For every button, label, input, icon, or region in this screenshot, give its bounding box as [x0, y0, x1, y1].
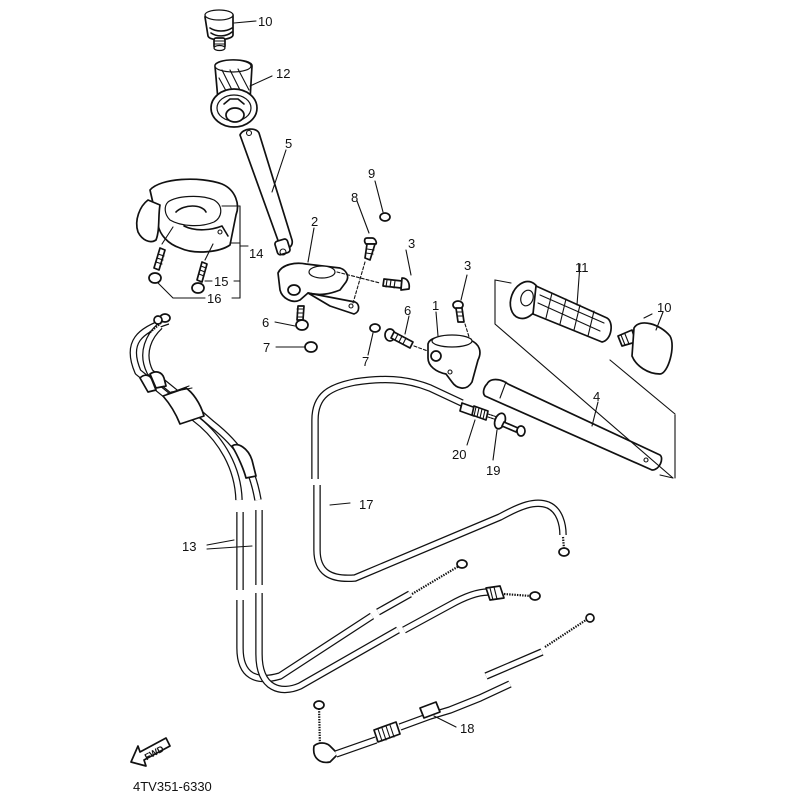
part-20-adjuster[interactable] — [466, 405, 501, 446]
callout-20: 20 — [452, 447, 466, 462]
callout-18: 18 — [460, 721, 474, 736]
callout-16: 16 — [207, 291, 221, 306]
callout-8: 8 — [351, 190, 358, 205]
part-19-washer[interactable] — [492, 412, 526, 461]
callout-bracket-14-15-16 — [221, 205, 249, 299]
callout-4: 4 — [593, 389, 600, 404]
part-3-bolt-2[interactable] — [452, 274, 471, 341]
part-6-bolt-2[interactable] — [384, 315, 437, 355]
drawing-code: 4TV351-6330 — [133, 779, 212, 794]
callout-17: 17 — [359, 497, 373, 512]
part-7-nut[interactable] — [275, 341, 318, 353]
callout-15: 15 — [214, 274, 228, 289]
part-7-nut-2[interactable] — [367, 323, 381, 356]
part-8-screw[interactable] — [352, 200, 378, 304]
callout-bracket-right-handlebar — [494, 279, 676, 479]
callout-3-upper: 3 — [408, 236, 415, 251]
callout-2: 2 — [311, 214, 318, 229]
part-2-handlebar-holder[interactable] — [277, 262, 360, 315]
part-13-throttle-cables[interactable] — [129, 313, 541, 694]
callout-6-right: 6 — [404, 303, 411, 318]
part-12-left-grip[interactable] — [210, 59, 258, 128]
callout-7-left: 7 — [263, 340, 270, 355]
part-11-throttle-grip[interactable] — [505, 263, 612, 343]
callout-6-left: 6 — [262, 315, 269, 330]
part-9-nut[interactable] — [374, 180, 391, 222]
part-5-left-handlebar[interactable] — [239, 128, 294, 256]
callout-11: 11 — [575, 260, 589, 275]
callout-10-top: 10 — [258, 14, 272, 29]
callout-5: 5 — [285, 136, 292, 151]
part-1-throttle-housing[interactable] — [427, 311, 481, 389]
part-4-right-handlebar[interactable] — [482, 378, 663, 471]
callout-labels: 10 12 5 9 8 2 3 14 15 16 6 7 3 1 6 7 11 … — [133, 14, 671, 794]
part-16-screw[interactable] — [148, 226, 206, 299]
part-3-bolt[interactable] — [336, 249, 412, 291]
part-6-bolt[interactable] — [274, 305, 309, 331]
callout-1: 1 — [432, 298, 439, 313]
callout-13: 13 — [182, 539, 196, 554]
part-18-choke-cable[interactable] — [312, 613, 595, 764]
part-10-bar-end-left[interactable] — [204, 9, 234, 52]
callout-14: 14 — [249, 246, 263, 261]
callout-3-right: 3 — [464, 258, 471, 273]
part-15-screw[interactable] — [191, 243, 214, 294]
callout-19: 19 — [486, 463, 500, 478]
callout-12: 12 — [276, 66, 290, 81]
part-10-bar-end-right[interactable] — [617, 311, 673, 375]
callout-7-right: 7 — [362, 354, 369, 369]
fwd-direction-arrow: FWD — [130, 737, 171, 767]
callout-9: 9 — [368, 166, 375, 181]
part-14-left-switch-housing[interactable] — [135, 178, 239, 253]
callout-10-right: 10 — [657, 300, 671, 315]
